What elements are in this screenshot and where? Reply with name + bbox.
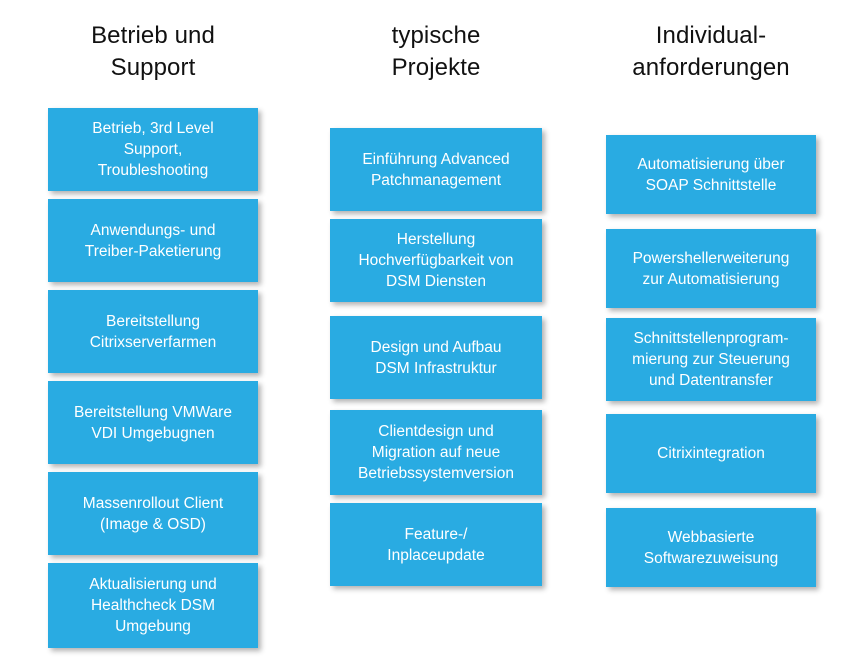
service-box-label: Feature-/ Inplaceupdate [387,525,485,564]
service-box[interactable]: Aktualisierung und Healthcheck DSM Umgeb… [48,563,258,648]
service-box[interactable]: Bereitstellung VMWare VDI Umgebugnen [48,381,258,464]
service-box-label: Bereitstellung Citrixserverfarmen [89,312,217,351]
service-box-label: Bereitstellung VMWare VDI Umgebugnen [74,403,232,442]
service-box-label: Betrieb, 3rd Level Support, Troubleshoot… [92,120,214,179]
service-box[interactable]: Clientdesign und Migration auf neue Betr… [330,410,542,495]
service-box[interactable]: Betrieb, 3rd Level Support, Troubleshoot… [48,108,258,191]
service-box-label: Design und Aufbau DSM Infrastruktur [370,338,502,377]
service-box-label: Einführung Advanced Patchmanagement [362,150,510,189]
column-typische-projekte: typische Projekte [300,0,572,670]
column-header-1: typische Projekte [391,22,481,81]
service-box[interactable]: Design und Aufbau DSM Infrastruktur [330,316,542,399]
column-header-2: Individual- anforderungen [632,22,790,81]
service-box-label: Anwendungs- und Treiber-Paketierung [84,221,222,260]
service-box-label: Powershellerweiterung zur Automatisierun… [632,249,790,288]
service-box[interactable]: Bereitstellung Citrixserverfarmen [48,290,258,373]
service-box-label: Webbasierte Softwarezuweisung [643,528,779,567]
service-box-label: Schnittstellenprogram- mierung zur Steue… [632,330,790,389]
column-header-0: Betrieb und Support [91,22,215,81]
service-box[interactable]: Webbasierte Softwarezuweisung [606,508,816,587]
service-box-label: Citrixintegration [657,445,765,462]
service-box[interactable]: Feature-/ Inplaceupdate [330,503,542,586]
service-box[interactable]: Automatisierung über SOAP Schnittstelle [606,135,816,214]
service-box-label: Herstellung Hochverfügbarkeit von DSM Di… [358,231,514,290]
service-box[interactable]: Schnittstellenprogram- mierung zur Steue… [606,318,816,401]
service-box-label: Aktualisierung und Healthcheck DSM Umgeb… [89,576,217,635]
service-box[interactable]: Massenrollout Client (Image & OSD) [48,472,258,555]
service-box[interactable]: Einführung Advanced Patchmanagement [330,128,542,211]
service-box-label: Automatisierung über SOAP Schnittstelle [637,155,785,194]
service-box[interactable]: Citrixintegration [606,414,816,493]
service-box[interactable]: Herstellung Hochverfügbarkeit von DSM Di… [330,219,542,302]
service-box-label: Clientdesign und Migration auf neue Betr… [358,423,514,482]
service-box[interactable]: Anwendungs- und Treiber-Paketierung [48,199,258,282]
service-box-label: Massenrollout Client (Image & OSD) [82,494,224,533]
service-box[interactable]: Powershellerweiterung zur Automatisierun… [606,229,816,308]
column-betrieb-und-support: Betrieb und Support [20,0,286,670]
column-individualanforderungen: Individual- anforderungen [578,0,844,670]
